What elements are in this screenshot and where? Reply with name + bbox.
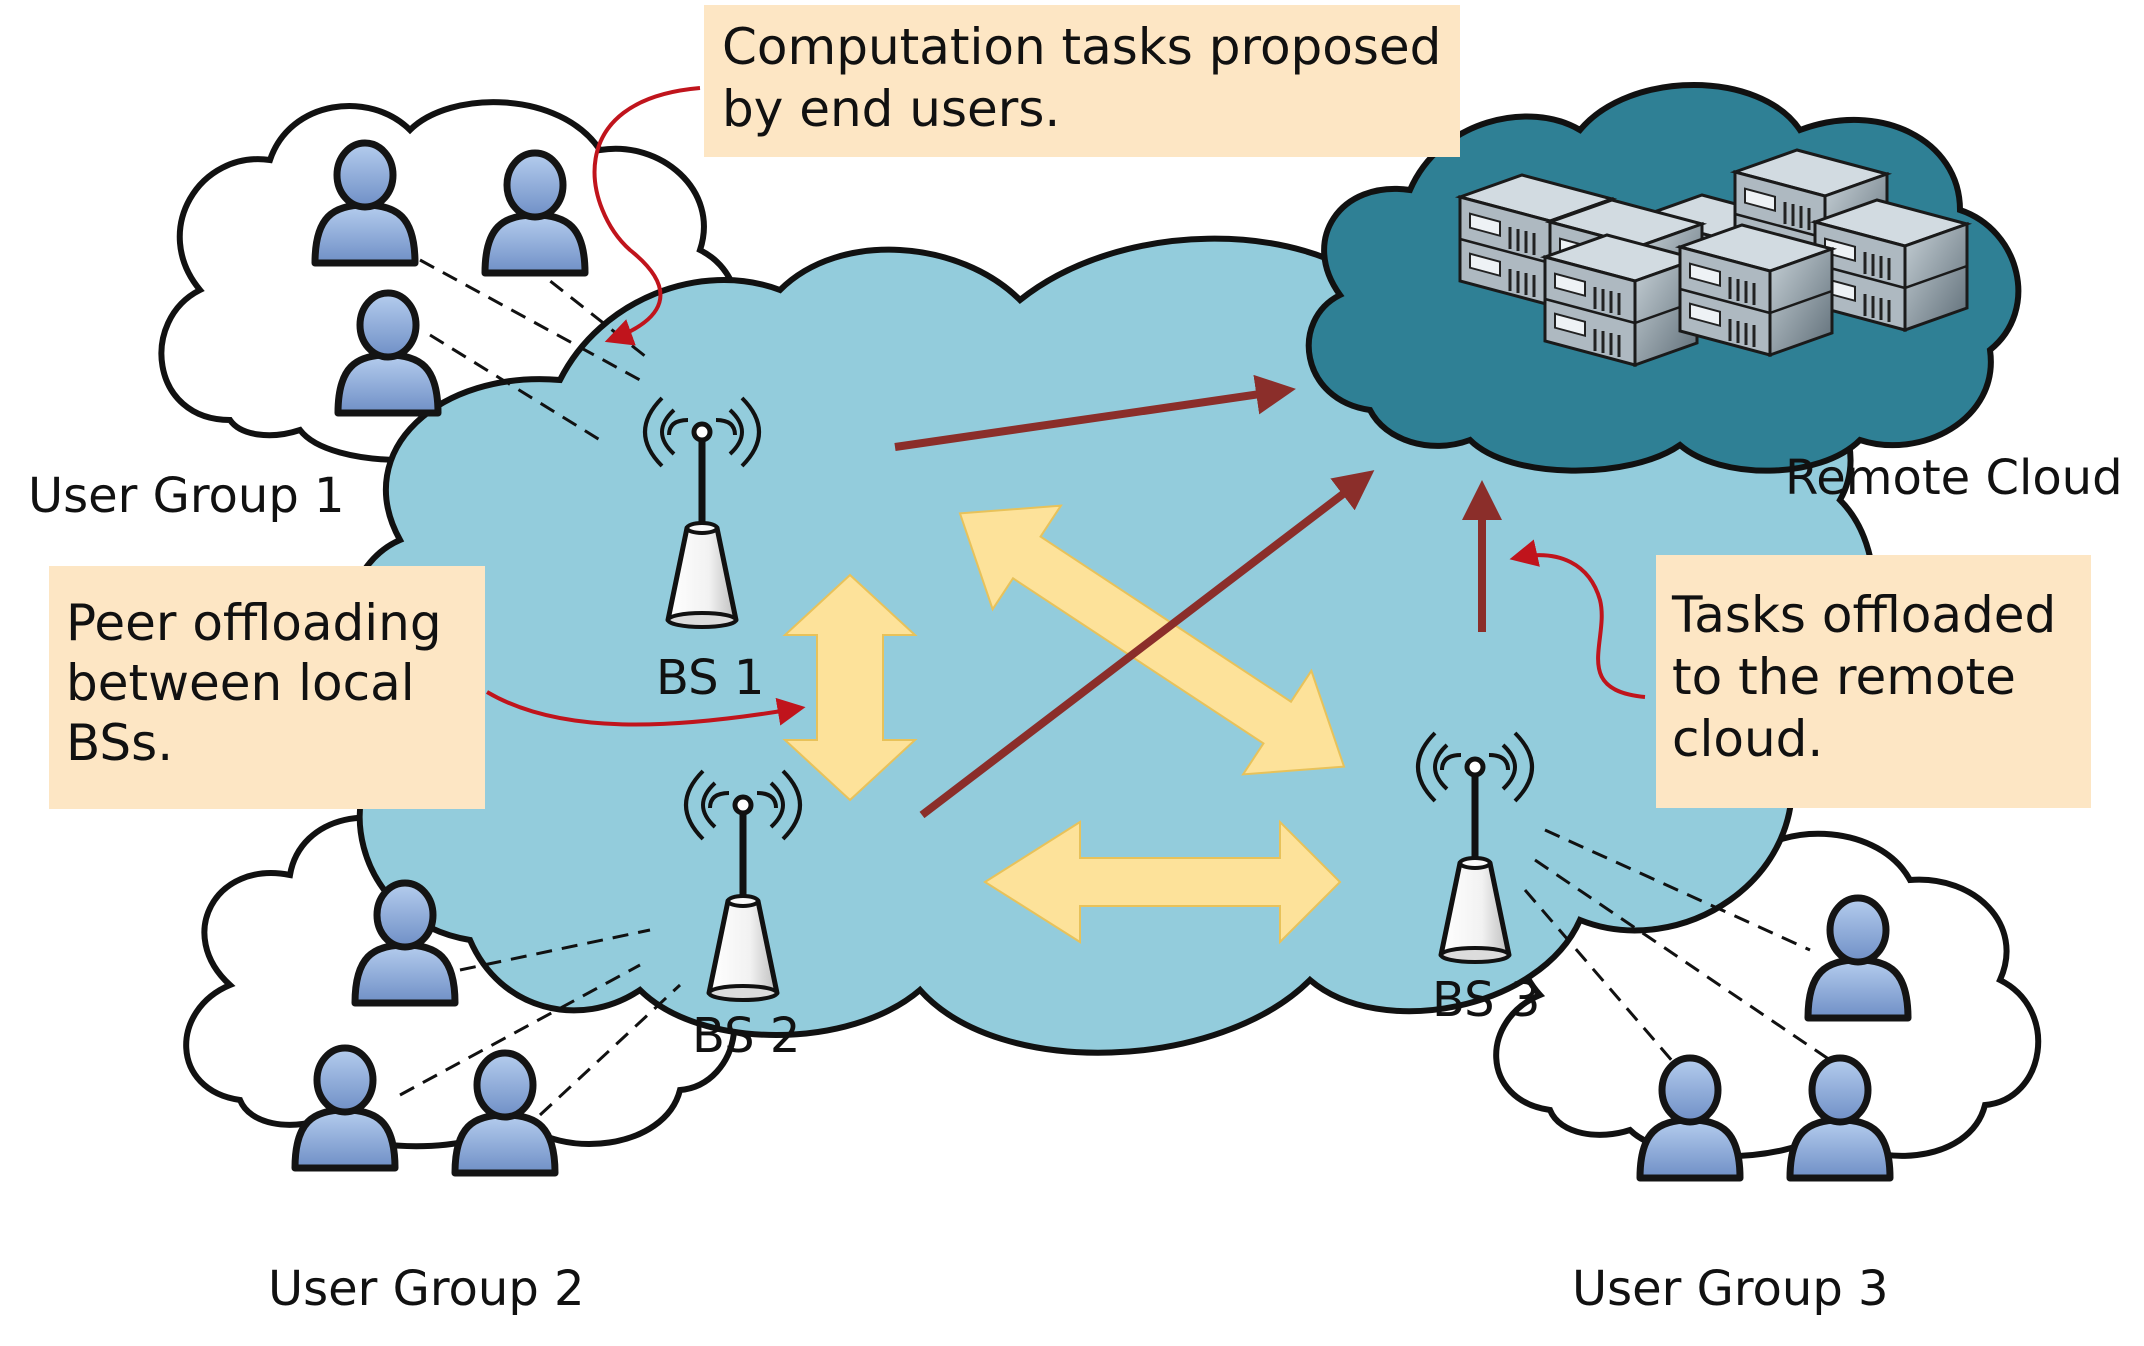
callout-computation: Computation tasks proposed by end users. — [704, 5, 1460, 157]
peer-arrow-bs2-bs3 — [983, 819, 1342, 945]
cloud-offload-arrows — [894, 374, 1502, 819]
bs3-label: BS 3 — [1432, 972, 1540, 1028]
user-group-3-label: User Group 3 — [1572, 1261, 1889, 1317]
callout-cloud-line1: Tasks offloaded — [1671, 586, 2056, 644]
offload-arrow-bs2 — [919, 470, 1375, 819]
callout-cloud-line3: cloud. — [1672, 710, 1823, 768]
callout-peer-line2: between local — [66, 654, 415, 712]
pointer-cloud — [1509, 539, 1646, 699]
user-group-1-label: User Group 1 — [28, 468, 345, 524]
remote-cloud-label: Remote Cloud — [1785, 450, 2123, 506]
callout-computation-line2: by end users. — [722, 80, 1060, 138]
bs1-label: BS 1 — [656, 650, 764, 706]
callout-peer-line3: BSs. — [66, 714, 173, 772]
callout-computation-line1: Computation tasks proposed — [722, 18, 1441, 76]
user-links — [399, 258, 1831, 1117]
offload-arrow-bs1 — [894, 374, 1296, 451]
server-icon — [1543, 233, 1699, 367]
user-group-2-label: User Group 2 — [268, 1261, 585, 1317]
pointer-computation — [592, 86, 701, 346]
pointer-arrows — [485, 86, 1646, 727]
peer-arrow-bs1-bs2 — [782, 573, 918, 802]
callout-cloud-line2: to the remote — [1672, 648, 2016, 706]
bs2-label: BS 2 — [692, 1008, 800, 1064]
pointer-peer — [485, 690, 806, 727]
server-icon — [1678, 223, 1834, 357]
callout-cloud: Tasks offloaded to the remote cloud. — [1656, 555, 2091, 808]
callout-peer-line1: Peer offloading — [66, 594, 442, 652]
callout-peer: Peer offloading between local BSs. — [49, 566, 485, 809]
server-icon — [1813, 198, 1969, 332]
